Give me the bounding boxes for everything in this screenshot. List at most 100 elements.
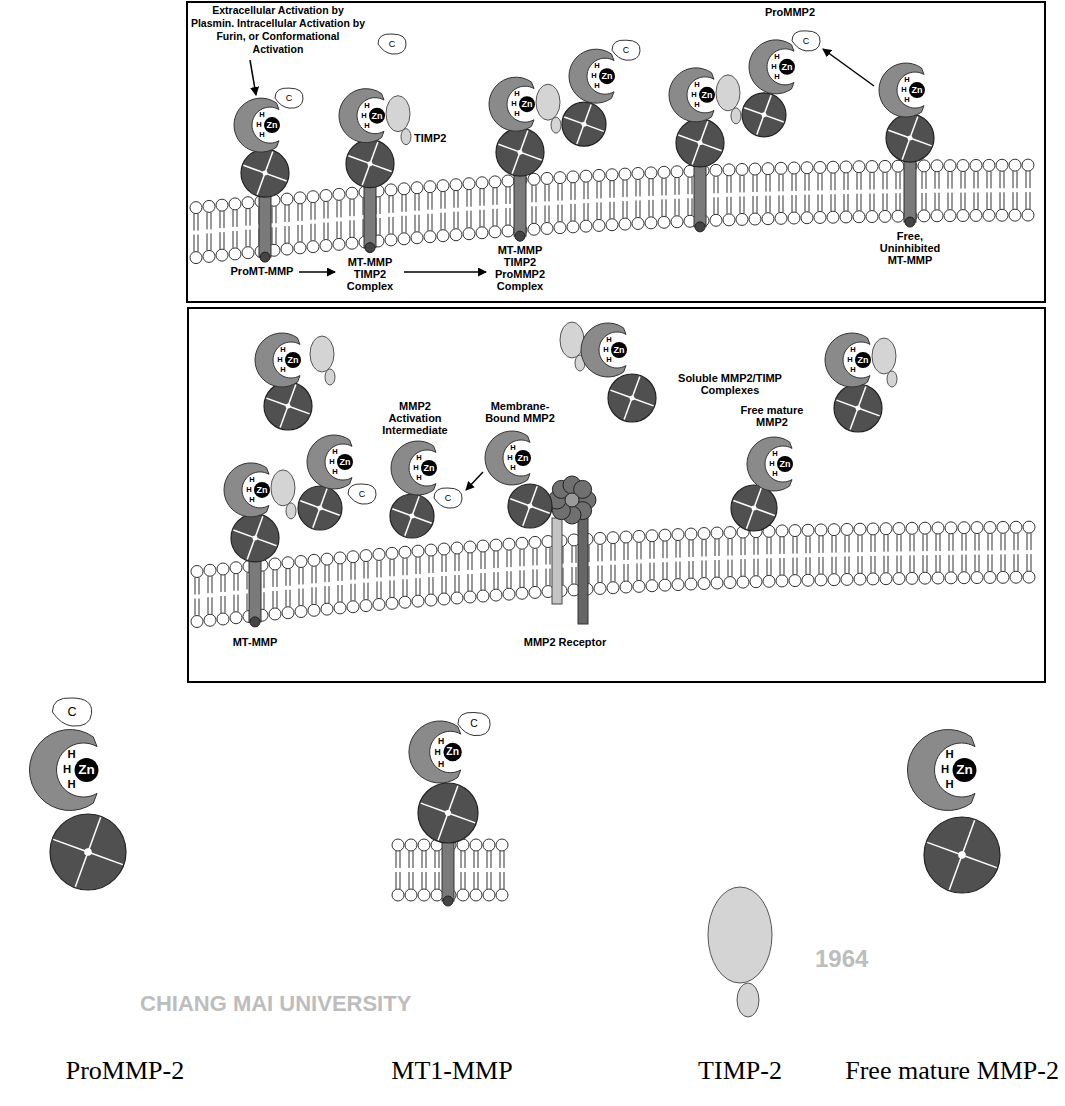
lipid-tail <box>474 851 475 868</box>
lipid-head <box>425 544 437 556</box>
lipid-tail <box>874 194 875 211</box>
lipid-head <box>606 219 618 231</box>
lipid-head <box>567 221 579 233</box>
histidine-label: H <box>904 76 909 84</box>
lipid-tail <box>233 210 234 227</box>
lipid-tail <box>741 538 742 555</box>
lipid-head <box>815 574 827 586</box>
lipid-tail <box>602 544 603 561</box>
lipid-tail <box>238 595 239 612</box>
lipid-head <box>502 175 514 187</box>
hemopexin-blade <box>610 390 632 398</box>
propeptide <box>275 88 303 108</box>
lipid-tail <box>276 206 277 223</box>
lipid-tail <box>589 566 590 583</box>
lipid-tail <box>858 535 859 552</box>
lipid-head <box>827 161 839 173</box>
histidine-label: H <box>691 91 696 99</box>
lipid-tail <box>225 596 226 613</box>
catalytic-domain <box>307 435 352 489</box>
lipid-head <box>1010 571 1022 583</box>
propeptide-label: C <box>445 494 452 503</box>
lipid-tail <box>225 575 226 592</box>
lipid-tail <box>680 562 681 579</box>
lipid-head <box>450 179 462 191</box>
lipid-head <box>958 572 970 584</box>
lipid-tail <box>728 560 729 577</box>
lipid-tail <box>598 544 599 561</box>
lipid-tail <box>426 851 427 868</box>
histidine-label: H <box>67 779 75 790</box>
lipid-head <box>672 529 684 541</box>
lipid-head <box>685 578 697 590</box>
lipid-tail <box>1000 171 1001 188</box>
hemopexin-blade <box>523 506 530 526</box>
lipid-tail <box>435 872 436 889</box>
lipid-tail <box>338 564 339 581</box>
lipid-tail <box>744 196 745 213</box>
zinc-ion <box>421 460 437 476</box>
lipid-tail <box>615 544 616 561</box>
propeptide <box>792 31 820 51</box>
hemopexin-center <box>698 140 703 145</box>
lipid-head <box>503 538 515 550</box>
lipid-tail <box>793 558 794 575</box>
lipid-tail <box>364 562 365 579</box>
lipid-tail <box>413 872 414 889</box>
hemopexin-blade <box>754 508 775 516</box>
zinc-label: Zn <box>782 62 793 71</box>
lipid-head <box>997 571 1009 583</box>
lipid-tail <box>706 561 707 578</box>
lipid-head <box>710 214 722 226</box>
hemopexin-center <box>253 535 258 540</box>
lipid-tail <box>510 187 511 204</box>
lipid-tail <box>233 231 234 248</box>
lipid-head <box>775 212 787 224</box>
lipid-head <box>659 579 671 591</box>
histidine-label: H <box>249 496 254 504</box>
lipid-head <box>841 523 853 535</box>
histidine-label: H <box>606 356 611 364</box>
lipid-tail <box>676 562 677 579</box>
lipid-tail <box>1031 533 1032 550</box>
lipid-tail <box>654 542 655 559</box>
lipid-head <box>242 247 254 259</box>
lipid-head <box>203 250 215 262</box>
lipid-head <box>386 597 398 609</box>
lipid-tail <box>234 574 235 591</box>
lipid-tail <box>237 231 238 248</box>
lipid-head <box>814 161 826 173</box>
lipid-tail <box>380 218 381 235</box>
lipid-head <box>763 575 775 587</box>
lipid-tail <box>719 560 720 577</box>
histidine-label: H <box>847 356 852 364</box>
zinc-ion <box>779 59 795 75</box>
lipid-tail <box>740 175 741 192</box>
lipid-head <box>216 199 228 211</box>
hemopexin-blade <box>888 130 910 138</box>
lipid-head <box>762 163 774 175</box>
zinc-ion <box>515 450 531 466</box>
lipid-head <box>828 524 840 536</box>
hemopexin-blade <box>577 124 584 144</box>
lipid-tail <box>714 176 715 193</box>
legend-caption: ProMMP-2 <box>40 1056 210 1086</box>
lipid-tail <box>650 563 651 580</box>
lipid-tail <box>389 217 390 234</box>
lipid-tail <box>962 555 963 572</box>
lipid-tail <box>199 578 200 595</box>
lipid-tail <box>338 585 339 602</box>
activation-note: Extracellular Activation by Plasmin. Int… <box>190 4 366 56</box>
hemopexin-center <box>84 848 92 856</box>
lipid-tail <box>1027 533 1028 550</box>
lipid-tail <box>731 197 732 214</box>
lipid-tail <box>948 193 949 210</box>
lipid-tail <box>445 213 446 230</box>
histidine-label: H <box>259 111 264 119</box>
lipid-head <box>802 524 814 536</box>
lipid-tail <box>806 557 807 574</box>
watermark: 1964 <box>815 945 905 973</box>
lipid-tail <box>403 558 404 575</box>
lipid-tail <box>194 214 195 231</box>
lipid-head <box>749 213 761 225</box>
